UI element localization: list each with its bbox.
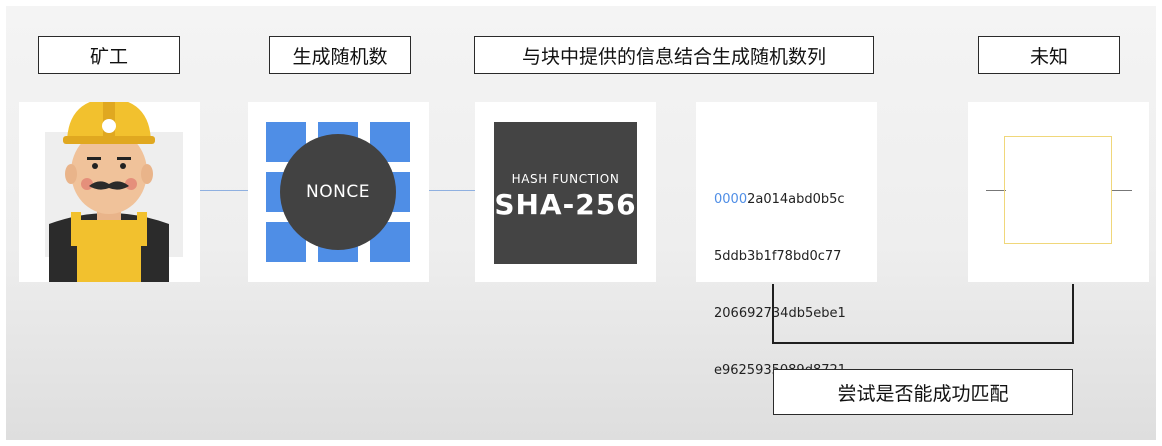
bracket-bottom (772, 342, 1074, 344)
bracket-right-leg (1072, 284, 1074, 344)
hash-output-line-2: 5ddb3b1f78bd0c77 (714, 249, 842, 264)
label-miner: 矿工 (38, 36, 180, 74)
miner-figure-icon (45, 98, 183, 282)
label-combine: 与块中提供的信息结合生成随机数列 (474, 36, 874, 74)
hash-line-1-rest: 2a014abd0b5c (747, 192, 845, 207)
target-line-right (1112, 190, 1132, 191)
label-try-match: 尝试是否能成功匹配 (773, 369, 1073, 415)
nonce-card: NONCE (248, 102, 429, 282)
hash-function-card: HASH FUNCTION SHA-256 (475, 102, 656, 282)
miner-card (19, 98, 200, 282)
target-box-icon (1004, 136, 1112, 244)
label-unknown: 未知 (978, 36, 1120, 74)
diagram-canvas: 矿工 生成随机数 与块中提供的信息结合生成随机数列 未知 (6, 6, 1156, 440)
connector-line-2 (429, 190, 475, 191)
label-generate-random: 生成随机数 (269, 36, 411, 74)
hash-output-line-1: 00002a014abd0b5c (714, 190, 846, 209)
target-line-left (986, 190, 1006, 191)
connector-line-1 (200, 190, 248, 191)
hash-function-box: HASH FUNCTION SHA-256 (494, 122, 637, 264)
hash-output-card: 00002a014abd0b5c 5ddb3b1f78bd0c77 206692… (696, 102, 877, 378)
hash-leading-zeros: 0000 (714, 192, 748, 207)
nonce-circle: NONCE (280, 134, 396, 250)
hash-output-line-3: 206692734db5ebe1 (714, 306, 846, 321)
hash-algorithm-name: SHA-256 (494, 188, 637, 221)
hash-function-label: HASH FUNCTION (511, 172, 620, 186)
bracket-left-leg (772, 284, 774, 344)
unknown-target-card (968, 102, 1149, 282)
